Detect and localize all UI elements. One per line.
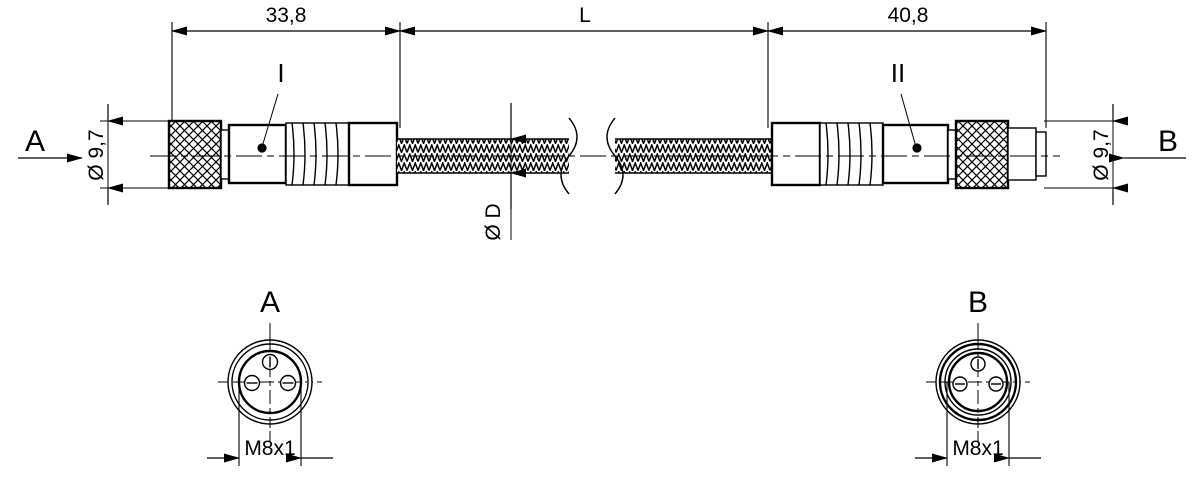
- right-connector-barrel: [881, 123, 950, 185]
- dimension-left-outer-diameter: Ø 9,7: [85, 104, 176, 205]
- callout-item-ii-label: II: [891, 58, 905, 88]
- dimension-right-outer-diameter: Ø 9,7: [1044, 104, 1128, 205]
- view-arrow-a-label: A: [25, 125, 45, 158]
- left-knurled-nut: [167, 119, 223, 190]
- section-view-a: A M8x1: [207, 286, 333, 466]
- view-arrow-b-label: B: [1158, 125, 1178, 158]
- right-connector-assembly: [770, 119, 1047, 190]
- dimension-value-40-8: 40,8: [888, 4, 929, 27]
- callout-item-i: I: [257, 58, 285, 153]
- view-arrow-a: A: [18, 125, 83, 163]
- dimension-thread-view-a: M8x1: [207, 382, 333, 466]
- right-ribbed-grip: [819, 122, 884, 186]
- section-b-contacts: [952, 356, 1004, 392]
- section-view-a-label: A: [260, 286, 280, 319]
- dimension-value-cable-diameter: Ø D: [482, 203, 505, 240]
- dimension-value-m8x1-b: M8x1: [952, 437, 1003, 460]
- left-connector-barrel: [227, 123, 288, 185]
- left-strain-relief: [347, 121, 399, 187]
- dimension-value-33-8: 33,8: [266, 4, 307, 27]
- view-arrow-b: B: [1109, 125, 1186, 163]
- left-connector-assembly: [167, 119, 399, 190]
- right-knurled-nut: [954, 119, 1010, 190]
- callout-item-i-label: I: [277, 58, 284, 88]
- dimension-value-right-diameter: Ø 9,7: [1090, 129, 1113, 180]
- dimension-value-m8x1-a: M8x1: [244, 437, 295, 460]
- dimension-cable-length: L: [399, 4, 769, 128]
- section-view-b: B M8x1: [915, 286, 1041, 466]
- dimension-left-connector-length: 33,8: [171, 4, 401, 128]
- section-a-contacts: [243, 353, 297, 392]
- right-threaded-tip: [1007, 127, 1047, 181]
- callout-item-ii: II: [891, 58, 922, 153]
- dimension-value-left-diameter: Ø 9,7: [85, 129, 108, 180]
- dimension-thread-view-b: M8x1: [915, 382, 1041, 466]
- section-view-b-label: B: [968, 286, 988, 319]
- right-strain-relief: [770, 121, 822, 187]
- dimension-cable-diameter: Ø D: [482, 103, 526, 241]
- left-ribbed-grip: [285, 122, 350, 186]
- dimension-value-L: L: [579, 4, 591, 27]
- dimension-right-connector-length: 40,8: [767, 4, 1047, 128]
- right-shoulder-ring: [947, 129, 957, 180]
